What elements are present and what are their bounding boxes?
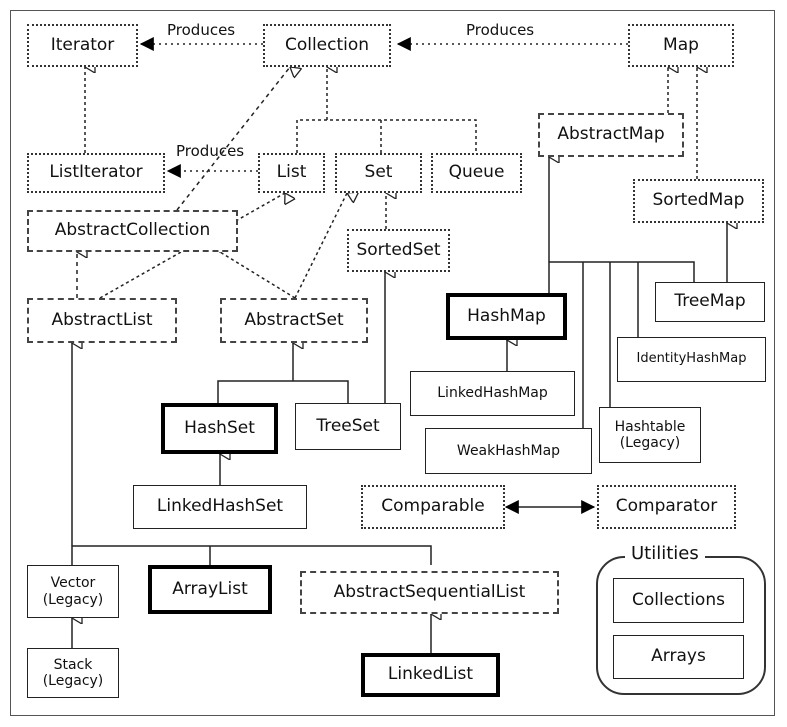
comparable-box: Comparable — [361, 485, 505, 529]
produces-label-map: Produces — [466, 21, 535, 39]
hashtable-box: Hashtable (Legacy) — [599, 407, 701, 463]
array-list-box: ArrayList — [148, 565, 272, 614]
collection-box: Collection — [263, 24, 391, 67]
linked-hash-map-box: LinkedHashMap — [410, 371, 575, 416]
abstract-collection-box: AbstractCollection — [27, 210, 238, 252]
produces-label-iterator: Produces — [167, 21, 236, 39]
sorted-map-box: SortedMap — [633, 179, 764, 223]
abstractset-to-abstractcollection — [220, 252, 296, 299]
list-impl-fork — [71, 545, 432, 565]
list-iterator-box: ListIterator — [27, 153, 165, 193]
arrays-utility-box: Arrays — [613, 635, 744, 679]
diagram-frame — [10, 10, 775, 716]
identity-hash-map-box: IdentityHashMap — [617, 337, 766, 382]
abstract-sequential-list-box: AbstractSequentialList — [300, 571, 559, 614]
collection-fork — [296, 119, 477, 153]
set-impl-fork — [217, 380, 349, 403]
set-box: Set — [335, 153, 422, 193]
abstract-map-box: AbstractMap — [538, 113, 684, 157]
abstractset-to-set — [294, 193, 347, 299]
linked-list-box: LinkedList — [361, 653, 500, 697]
map-impl-fork — [548, 261, 695, 428]
sorted-set-box: SortedSet — [347, 229, 450, 272]
abstract-list-box: AbstractList — [27, 298, 177, 343]
abstract-set-box: AbstractSet — [220, 298, 368, 343]
produces-label-list-iterator: Produces — [176, 142, 245, 160]
collections-utility-box: Collections — [613, 578, 744, 623]
queue-box: Queue — [431, 153, 522, 193]
vector-box: Vector (Legacy) — [27, 565, 119, 618]
abstractcollection-to-collection — [176, 67, 290, 211]
linked-hash-set-box: LinkedHashSet — [133, 485, 307, 529]
hash-set-box: HashSet — [161, 403, 278, 454]
comparator-box: Comparator — [597, 485, 736, 529]
utilities-title: Utilities — [625, 543, 705, 564]
hash-map-box: HashMap — [446, 293, 567, 340]
tree-set-box: TreeSet — [295, 403, 401, 450]
weak-hash-map-box: WeakHashMap — [425, 428, 592, 474]
tree-map-box: TreeMap — [655, 282, 765, 322]
iterator-box: Iterator — [27, 24, 138, 67]
stack-box: Stack (Legacy) — [27, 648, 119, 698]
list-box: List — [258, 153, 325, 193]
map-box: Map — [628, 24, 734, 67]
